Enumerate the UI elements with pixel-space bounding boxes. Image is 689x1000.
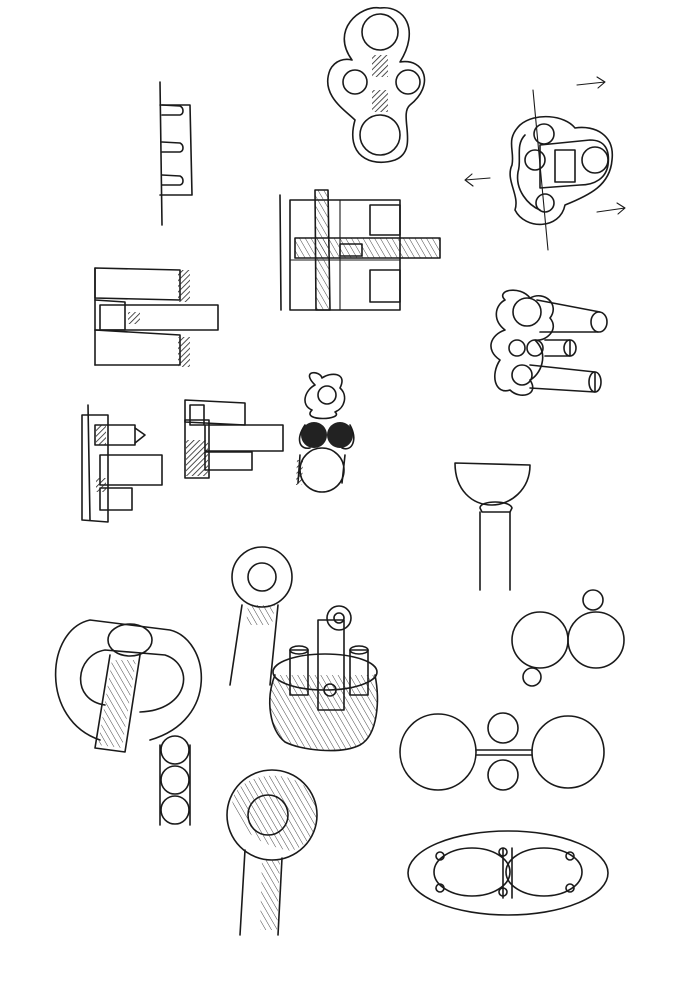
stacked-block-left <box>94 267 219 367</box>
bowl-on-stand <box>454 462 531 591</box>
small-block-b <box>184 399 284 479</box>
tube-cluster-on-base <box>269 605 379 752</box>
cylinder-cluster <box>490 289 608 396</box>
u-loop-with-beads <box>54 619 203 826</box>
slotted-comb <box>159 81 193 226</box>
small-block-a <box>81 404 163 523</box>
eye-ring-on-rod <box>226 769 318 936</box>
oval-plate-with-holes <box>407 830 609 916</box>
ring-on-post <box>229 546 293 686</box>
four-circle-group <box>511 589 625 687</box>
dumbbell-circles <box>399 712 605 791</box>
figure-with-dark-eyes <box>296 371 355 493</box>
rotating-ring-assembly <box>464 76 626 251</box>
three-hole-plate <box>327 7 426 164</box>
cross-post-assembly <box>279 189 441 311</box>
